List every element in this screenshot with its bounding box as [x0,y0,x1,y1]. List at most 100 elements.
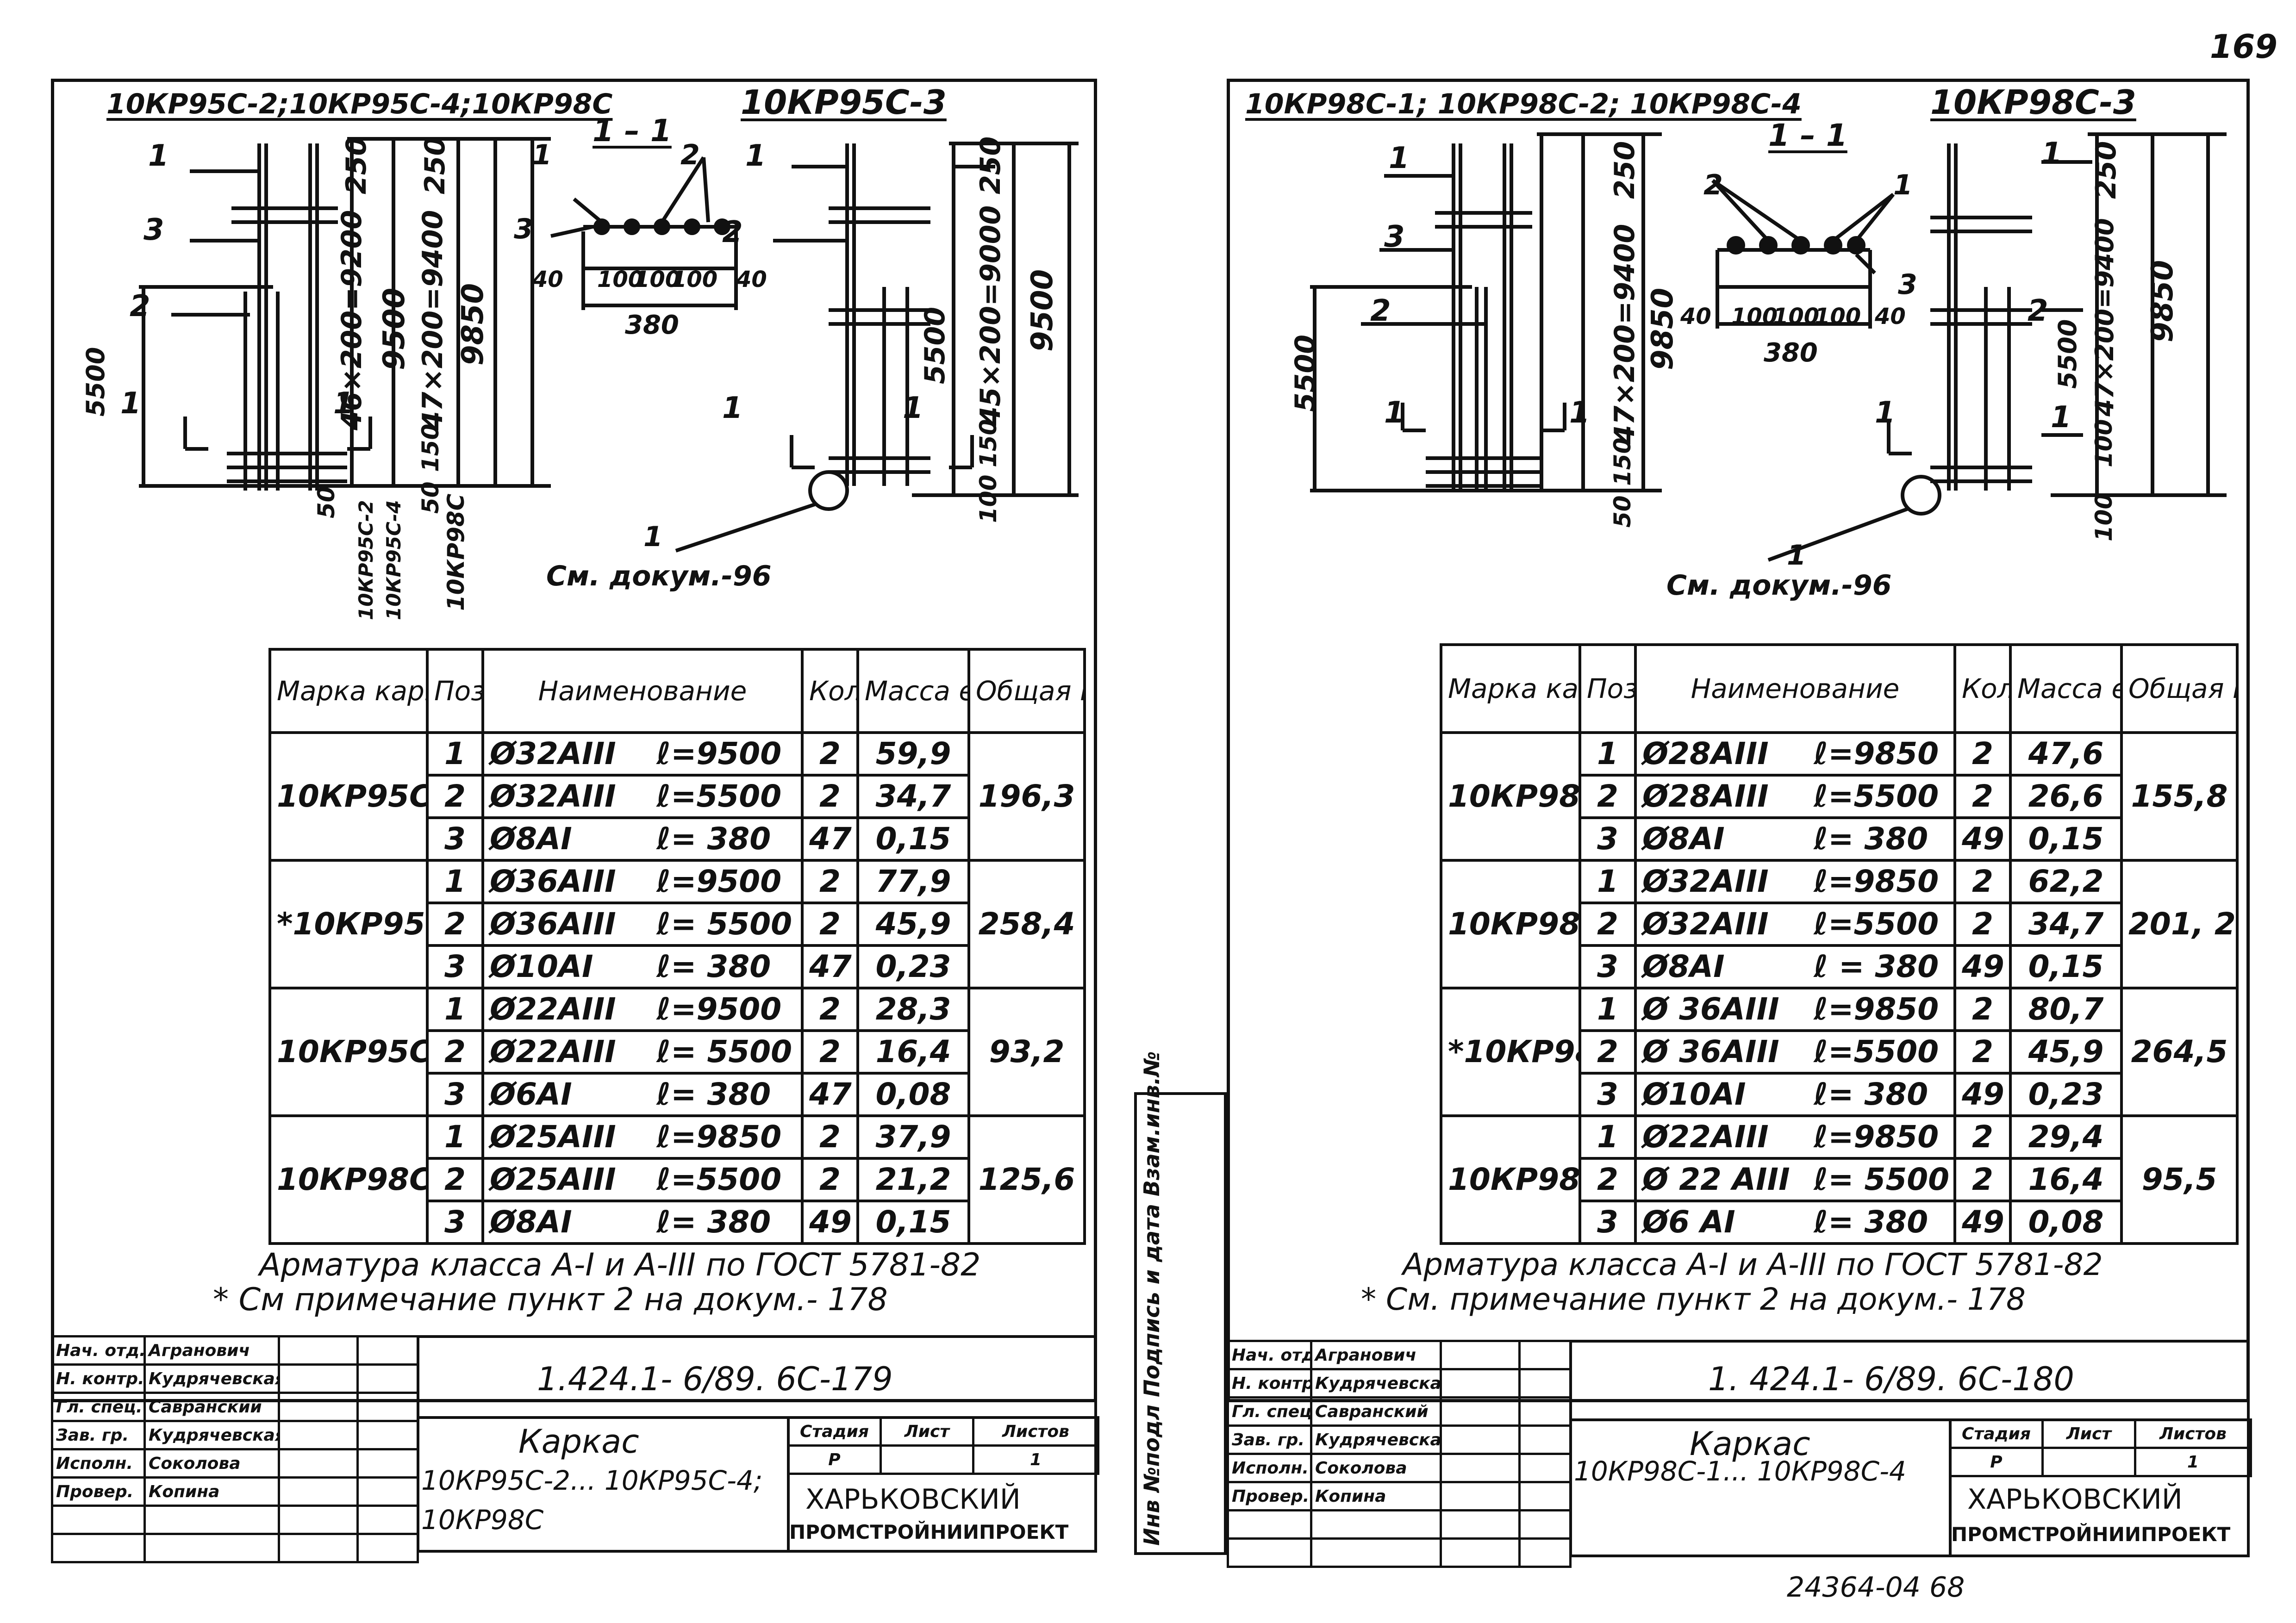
mass-cell: 0,15 [2009,944,2123,989]
mass-cell: 16,4 [2009,1157,2123,1202]
right-header-right: 10КР98С-3 [1930,83,2136,122]
right-c3-dim-100b: 100 [2090,493,2117,541]
left-sec-40b: 40 [736,267,767,292]
pos-cell: 2 [1578,902,1637,947]
bar-name: Ø25АIII [490,1162,616,1198]
qty-cell: 2 [801,987,859,1032]
left-dim-46x200: 46×200=9200 [336,210,368,430]
sheets-value: 1 [972,1444,1099,1475]
qty-cell: 2 [801,731,859,777]
sheet-value [2041,1447,2136,1477]
qty-cell: 47 [801,816,859,862]
left-c3-callout-2: 2 [722,215,743,249]
date-cell [356,1476,419,1507]
side-stamp-text: Инв №подл Подпись и дата Взам.инв.№ [1139,1051,1164,1546]
stamp-role: Гл. спец. [1227,1396,1312,1427]
right-th-qty: Кол [1953,643,2012,734]
qty-cell: 49 [1953,816,2012,862]
pos-cell: 3 [426,816,484,862]
bar-name: Ø32АIII [1642,864,1769,900]
left-th-qty: Кол. [801,648,859,734]
pos-cell: 2 [426,1029,484,1075]
left-title-3: 10КР98С [421,1504,544,1536]
bar-name: Ø 22 АIII [1642,1162,1790,1198]
date-cell [356,1392,419,1422]
stage-header: Стадия [787,1416,882,1447]
pos-cell: 2 [426,774,484,819]
right-sec-380: 380 [1764,338,1818,368]
qty-cell: 2 [1953,731,2012,777]
name-cell: Ø8АI ℓ= 380 [1634,816,1956,862]
left-dim-250b: 250 [419,136,451,194]
mass-cell: 34,7 [2009,902,2123,947]
stamp-name: Соколова [144,1448,280,1479]
right-c3-dim-9850: 9850 [2146,260,2180,342]
bar-length: ℓ=9500 [656,736,782,772]
right-th-mass: Масса ед., кг [2009,643,2123,734]
stamp-name: Кудрячевская [1310,1424,1442,1455]
left-sec-callout-3: 3 [514,213,533,245]
left-sec-100b: 100 [634,267,681,292]
bar-length: ℓ=9500 [656,991,782,1027]
bar-length: ℓ=9850 [1814,864,1939,900]
total-cell: 155,8 [2120,731,2239,862]
right-c3-section-a: 1 [1875,396,1896,430]
pos-cell: 3 [426,1072,484,1117]
stamp-role: Н. контр. [1227,1368,1312,1399]
stamp-name: Соколова [1310,1453,1442,1483]
qty-cell: 2 [1953,987,2012,1032]
bar-length: ℓ= 380 [656,1204,771,1240]
left-dim-47x200: 47×200=9400 [417,210,449,430]
date-cell [356,1420,419,1450]
right-dim-9850: 9850 [1646,287,1680,370]
signature [278,1363,359,1394]
page-number: 169 [2209,28,2277,66]
right-note-2: * См. примечание пункт 2 на докум.- 178 [1361,1281,2026,1317]
bar-length: ℓ=9850 [656,1119,782,1155]
left-mark-95c4: 10КР95С-4 [382,500,405,621]
signature [278,1476,359,1507]
bar-name: Ø32АIII [1642,906,1769,942]
bar-length: ℓ= 380 [1814,821,1928,857]
signature [1440,1368,1521,1399]
mass-cell: 59,9 [856,731,970,777]
left-sheet [51,79,1097,1402]
pos-cell: 1 [1578,859,1637,904]
bar-name: Ø8АI [1642,821,1725,857]
total-cell: 196,3 [967,731,1086,862]
qty-cell: 47 [801,944,859,989]
bar-length: ℓ= 5500 [656,1034,792,1070]
bar-name: Ø 36АIII [1642,991,1779,1027]
signature [1440,1396,1521,1427]
bar-length: ℓ=5500 [656,1162,782,1198]
total-cell: 264,5 [2120,987,2239,1117]
left-mark-95c2: 10КР95С-2 [355,500,377,621]
right-callout-2: 2 [1370,294,1391,328]
pos-cell: 3 [1578,1072,1637,1117]
pos-cell: 1 [1578,1114,1637,1160]
left-doc-number: 1.424.1- 6/89. 6С-179 [537,1360,893,1398]
sheets-header: Листов [2134,1418,2252,1449]
left-callout-3: 3 [144,213,164,247]
qty-cell: 2 [1953,1157,2012,1202]
left-sec-100c: 100 [671,267,718,292]
signature [1440,1453,1521,1483]
qty-cell: 49 [1953,1200,2012,1245]
total-cell: 258,4 [967,859,1086,989]
bar-length: ℓ=9850 [1814,736,1939,772]
bar-name: Ø10АI [490,949,593,985]
right-doc-number: 1. 424.1- 6/89. 6С-180 [1708,1360,2074,1398]
